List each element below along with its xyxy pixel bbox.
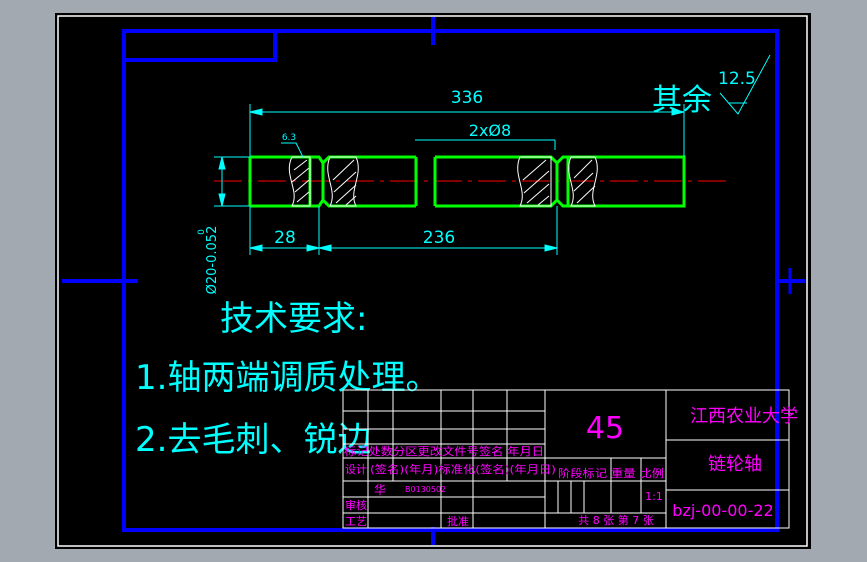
dim-diameter-top: 0 [197,229,207,235]
dim-left-offset: 28 [274,228,296,248]
title-part-name: 链轮轴 [708,454,762,475]
title-sheet-info: 共 8 张 第 7 张 [578,513,653,527]
local-roughness: 6.3 [282,133,296,143]
drawing-background [55,13,811,549]
title-drawer-id: B0130502 [405,485,446,494]
note-item-2: 2.去毛刺、锐边 [135,420,371,460]
title-school: 江西农业大学 [690,406,798,427]
title-row-approve: 批准 [447,514,469,528]
roughness-label: 其余 [652,83,712,118]
title-drawer-name: 华 [374,483,386,497]
title-row-stage: 阶段标记 重量 比例 [558,466,664,480]
title-scale: 1:1 [645,490,663,503]
notes-heading: 技术要求: [220,299,367,339]
hole-section-right [517,156,598,207]
dim-total-length: 336 [451,88,483,108]
note-item-1: 1.轴两端调质处理。 [135,358,439,398]
title-block-grid [342,389,790,529]
roughness-symbol [719,54,771,115]
dim-holes: 2xØ8 [469,121,511,140]
corner-box [124,31,277,62]
title-row-process: 工艺 [345,515,367,528]
hole-section-left [288,156,359,207]
dimension-lines [214,104,685,255]
title-row-review: 审核 [345,498,367,512]
title-row-mark: 标记处数分区更改文件号签名 年月日 [344,444,544,458]
dim-diameter: Ø20-0.052 [205,226,220,295]
title-row-design: 设计 [345,463,367,476]
title-material: 45 [586,411,624,446]
roughness-value: 12.5 [718,69,756,89]
title-row-design-sign: (签名)(年月)标准化(签名)(年月日) [370,462,556,476]
title-drawing-no: bzj-00-00-22 [672,501,773,520]
outer-frame [57,15,808,547]
dim-hole-spacing: 236 [423,228,455,248]
